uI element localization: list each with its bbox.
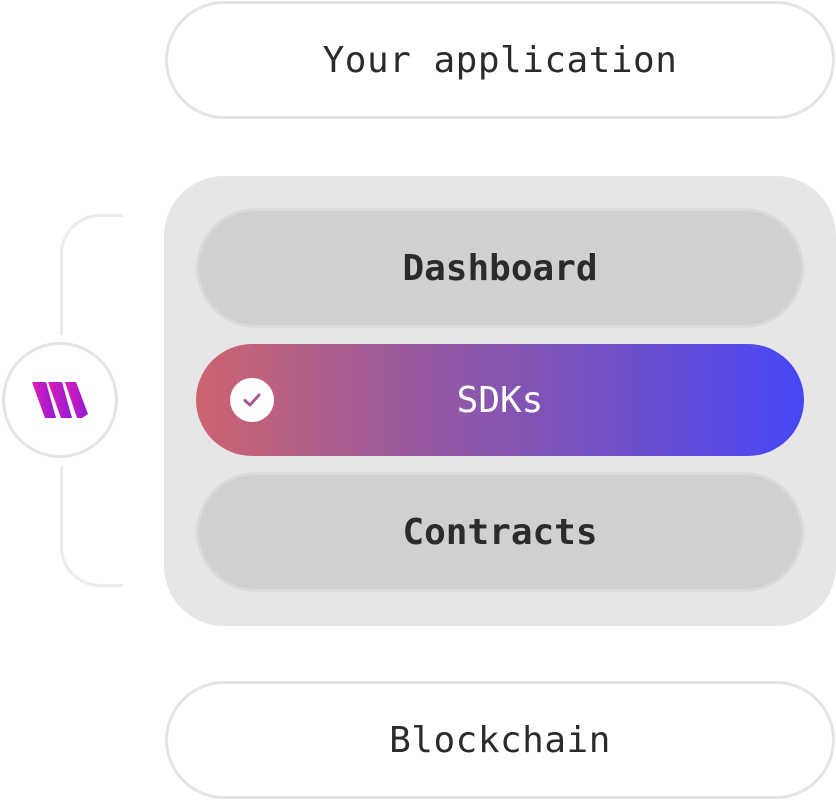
- dashboard-layer: Dashboard: [196, 208, 804, 328]
- bracket-connector-top: [60, 214, 123, 335]
- your-application-layer: Your application: [165, 1, 835, 119]
- brand-logo-badge: [2, 342, 118, 458]
- thirdweb-logo-icon: [32, 382, 88, 418]
- contracts-layer: Contracts: [196, 472, 804, 592]
- check-icon: [230, 378, 274, 422]
- sdks-layer-selected: SDKs: [196, 344, 804, 456]
- bracket-connector-bottom: [60, 466, 123, 587]
- blockchain-layer: Blockchain: [165, 681, 835, 799]
